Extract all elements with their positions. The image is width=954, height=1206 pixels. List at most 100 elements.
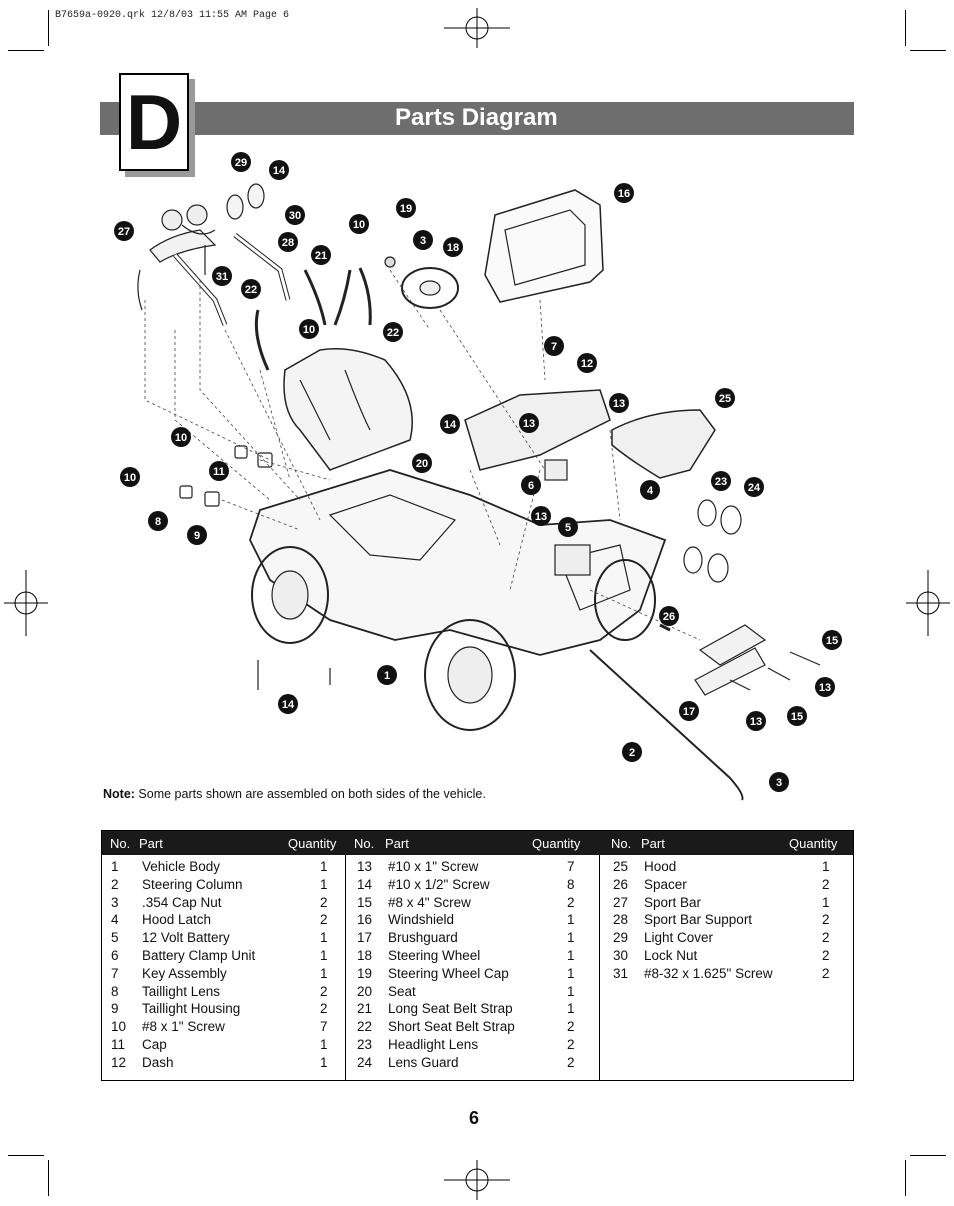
part-quantity: 2 <box>320 894 328 910</box>
part-quantity: 1 <box>320 1037 328 1052</box>
callout-number: 4 <box>647 485 654 497</box>
registration-mark-left <box>4 570 48 636</box>
part-callout-27: 27 <box>114 221 134 241</box>
part-name: Dash <box>142 1054 174 1070</box>
part-number: 11 <box>111 1037 126 1052</box>
part-name: Cap <box>142 1037 167 1052</box>
part-quantity: 1 <box>320 948 328 963</box>
header-no: No. <box>354 836 375 851</box>
crop-mark <box>910 50 946 51</box>
part-callout-31: 31 <box>212 266 232 286</box>
callout-number: 18 <box>447 242 459 254</box>
part-quantity: 2 <box>320 983 328 999</box>
callout-number: 13 <box>535 511 547 523</box>
part-number: 8 <box>111 983 119 999</box>
part-number: 10 <box>111 1019 127 1035</box>
callout-number: 10 <box>124 472 136 484</box>
part-callout-14: 14 <box>278 694 298 714</box>
part-name: #8 x 1" Screw <box>142 1019 225 1035</box>
callout-number: 13 <box>750 716 762 728</box>
part-quantity: 2 <box>567 1054 575 1070</box>
part-name: Seat <box>388 983 416 999</box>
crop-mark <box>905 1160 906 1196</box>
callout-number: 6 <box>528 480 534 492</box>
part-callout-10: 10 <box>349 214 369 234</box>
callout-number: 22 <box>245 284 257 296</box>
part-name: Hood Latch <box>142 912 212 928</box>
part-number: 1 <box>111 859 119 874</box>
part-name: Lens Guard <box>388 1054 459 1070</box>
part-callout-11: 11 <box>209 461 229 481</box>
crop-mark <box>905 10 906 46</box>
part-quantity: 2 <box>822 930 830 946</box>
crop-mark <box>8 50 44 51</box>
part-callout-28: 28 <box>278 232 298 252</box>
header-quantity: Quantity <box>288 836 337 851</box>
part-name: Headlight Lens <box>388 1037 479 1052</box>
header-part: Part <box>641 836 665 851</box>
part-number: 30 <box>613 948 629 963</box>
part-callout-10: 10 <box>171 427 191 447</box>
header-part: Part <box>385 836 409 851</box>
part-number: 18 <box>357 948 373 963</box>
part-name: Spacer <box>644 876 687 892</box>
part-quantity: 1 <box>822 859 830 874</box>
part-number: 27 <box>613 894 629 910</box>
part-callout-23: 23 <box>711 471 731 491</box>
part-callout-16: 16 <box>614 183 634 203</box>
part-quantity: 2 <box>822 965 830 981</box>
callout-number: 9 <box>194 530 200 542</box>
part-name: #10 x 1/2" Screw <box>388 876 490 892</box>
part-name: Sport Bar Support <box>644 912 753 928</box>
crop-mark <box>48 10 49 46</box>
part-name: Key Assembly <box>142 965 227 981</box>
part-callout-15: 15 <box>822 630 842 650</box>
callout-number: 11 <box>213 466 225 478</box>
title-bar: Parts Diagram <box>100 102 854 135</box>
callout-number: 26 <box>663 611 675 623</box>
part-number: 12 <box>111 1054 127 1070</box>
part-callout-13: 13 <box>815 677 835 697</box>
callout-number: 10 <box>175 432 187 444</box>
part-callout-13: 13 <box>519 413 539 433</box>
part-quantity: 1 <box>567 930 575 946</box>
callout-number: 16 <box>618 188 630 200</box>
callout-number: 25 <box>719 393 731 405</box>
part-number: 3 <box>111 894 119 910</box>
part-number: 7 <box>111 965 119 981</box>
part-callout-9: 9 <box>187 525 207 545</box>
callout-number: 13 <box>613 398 625 410</box>
part-quantity: 1 <box>567 948 575 963</box>
part-name: Sport Bar <box>644 894 702 910</box>
part-quantity: 2 <box>567 1037 575 1052</box>
callout-number: 3 <box>420 235 426 247</box>
part-callout-3: 3 <box>769 772 789 792</box>
part-number: 22 <box>357 1019 373 1035</box>
callout-number: 2 <box>629 747 635 759</box>
page-number: 6 <box>469 1108 480 1128</box>
part-number: 6 <box>111 948 119 963</box>
part-callout-10: 10 <box>299 319 319 339</box>
diagram-note: Note: Some parts shown are assembled on … <box>103 787 486 801</box>
part-number: 28 <box>613 912 629 928</box>
header-quantity: Quantity <box>532 836 581 851</box>
crop-mark <box>48 1160 49 1196</box>
callout-number: 23 <box>715 476 727 488</box>
